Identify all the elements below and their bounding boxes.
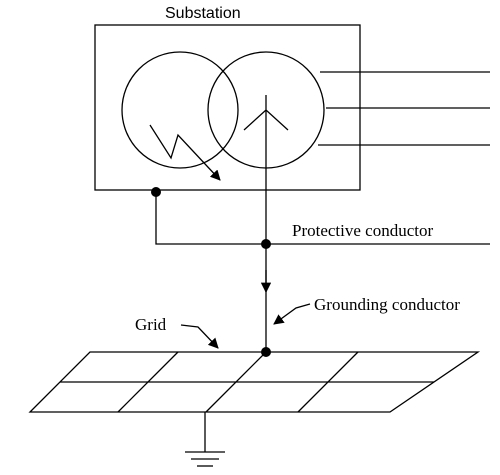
grid-label: Grid bbox=[135, 315, 167, 334]
grid-vertical-divider-3 bbox=[297, 351, 359, 413]
protective-conductor-line bbox=[155, 192, 490, 245]
fault-symbol bbox=[149, 124, 221, 181]
grid-vertical-divider-1 bbox=[117, 351, 179, 413]
box-bond-node bbox=[151, 187, 161, 197]
protective-conductor-label: Protective conductor bbox=[292, 221, 433, 240]
grounding-grid bbox=[28, 351, 481, 413]
grounding-conductor-leader bbox=[273, 303, 311, 325]
substation-label: Substation bbox=[165, 5, 241, 22]
transformer-primary-winding bbox=[121, 51, 239, 169]
substation-box bbox=[94, 24, 361, 191]
grounding-conductor-label: Grounding conductor bbox=[314, 295, 460, 314]
grid-label-leader bbox=[180, 324, 219, 349]
protective-junction-node bbox=[261, 239, 271, 249]
grid-vertical-divider-2 bbox=[205, 351, 267, 413]
